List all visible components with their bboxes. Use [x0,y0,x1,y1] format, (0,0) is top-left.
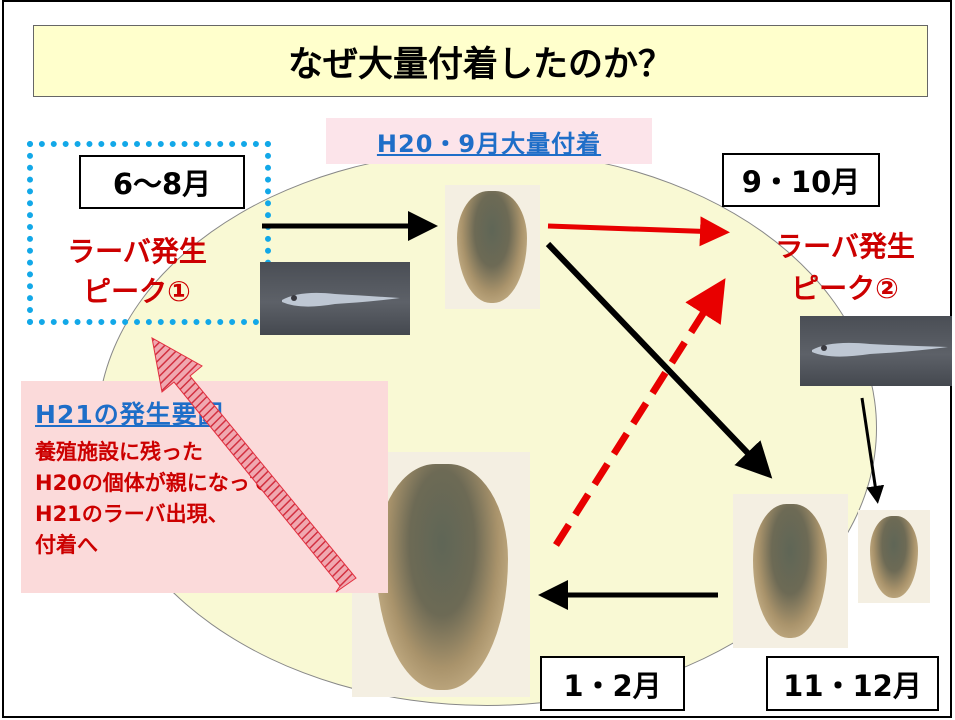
larva-image-1 [282,292,400,307]
note-line-1: 養殖施設に残った [35,440,203,464]
peak2-text: ラーバ発生 ピーク② [745,226,945,310]
larva-photo-1 [260,262,410,335]
adult-oyster-photo [352,452,530,697]
peak2-line2: ピーク② [791,272,899,305]
peak1-text: ラーバ発生 ピーク① [42,232,232,312]
note-line-2: H20の個体が親になって [35,471,270,495]
h21-cause-note: H21の発生要因 養殖施設に残った H20の個体が親になって H21のラーバ出現… [21,381,388,593]
month-box-jan-feb: 1・2月 [540,656,685,711]
spat-shell-2 [753,504,827,638]
month-box-sep-oct: 9・10月 [722,153,880,207]
h20-label-text: H20・9月大量付着 [376,129,602,158]
larva-image-2 [812,342,948,357]
note-line-4: 付着へ [35,533,98,557]
spat-shell-1 [457,191,527,303]
larva-photo-2 [800,316,952,386]
spat-photo-nov-small [858,510,930,603]
peak1-line2: ピーク① [83,275,191,308]
adult-oyster-shell [376,464,508,690]
h20-mass-settlement-label: H20・9月大量付着 [326,118,652,164]
peak1-line1: ラーバ発生 [67,235,207,268]
slide-title: なぜ大量付着したのか？ [33,25,928,97]
note-heading: H21の発生要因 [35,400,224,429]
spat-photo-nov-large [733,494,848,648]
month-box-jun-aug: 6～8月 [79,155,245,209]
spat-photo-september [445,185,540,309]
peak2-line1: ラーバ発生 [775,230,915,263]
month-box-nov-dec: 11・12月 [766,656,939,711]
spat-shell-3 [870,516,918,598]
note-line-3: H21のラーバ出現、 [35,502,229,526]
peak1-highlight-frame [27,141,271,325]
